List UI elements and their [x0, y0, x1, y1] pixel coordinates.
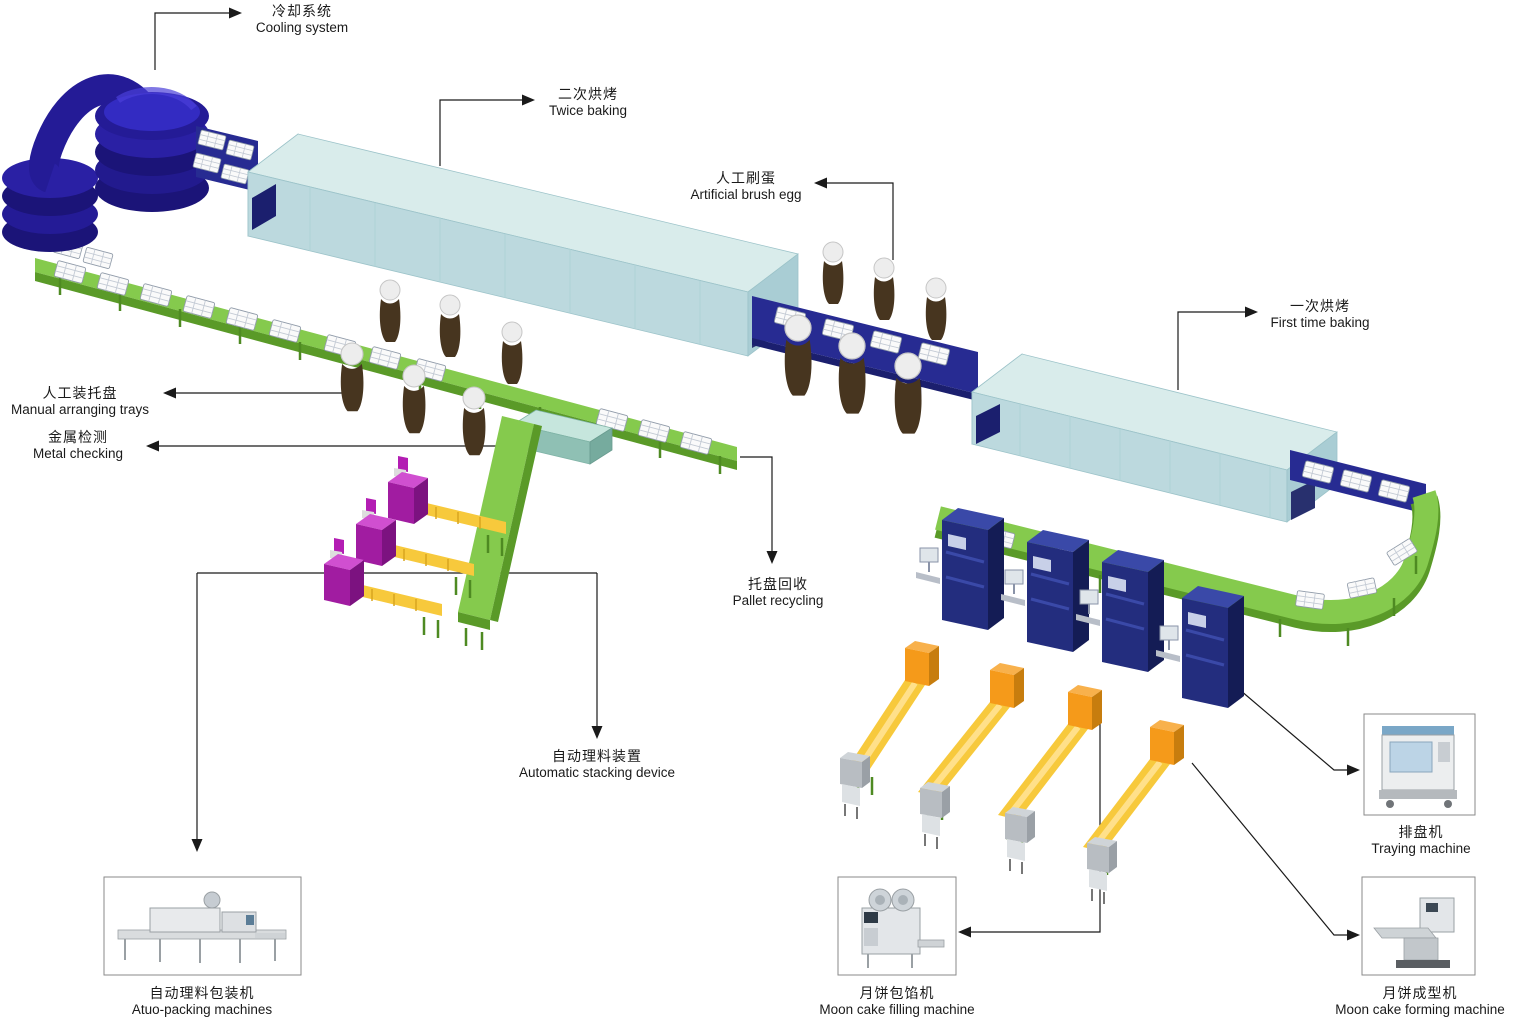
label-forming-machine: 月饼成型机 Moon cake forming machine: [1335, 985, 1505, 1017]
label-brush-egg-zh: 人工刷蛋: [716, 170, 776, 186]
label-twice-baking-zh: 二次烘烤: [557, 86, 618, 102]
oven-twice-baking: [247, 133, 799, 357]
green-conveyor-return: [934, 490, 1441, 648]
oven-first-baking: [971, 353, 1338, 523]
label-traying-machine: 排盘机 Traying machine: [1371, 824, 1470, 857]
label-metal-checking-en: Metal checking: [32, 445, 124, 461]
label-stacking-device-en: Automatic stacking device: [518, 764, 676, 780]
label-metal-checking-zh: 金属检测: [47, 429, 108, 445]
label-brush-egg-en: Artificial brush egg: [690, 186, 802, 202]
label-twice-baking-en: Twice baking: [548, 102, 628, 118]
label-packing-machine-zh: 自动理料包装机: [149, 985, 255, 1001]
label-cooling-system-zh: 冷却系统: [271, 3, 332, 19]
photo-packing-machine: [103, 876, 302, 976]
label-cooling-system-en: Cooling system: [255, 19, 349, 35]
label-arranging-trays: 人工装托盘 Manual arranging trays: [11, 385, 149, 418]
label-pallet-recycling-zh: 托盘回收: [747, 576, 808, 592]
label-first-baking-zh: 一次烘烤: [1290, 298, 1350, 314]
label-filling-machine-zh: 月饼包馅机: [859, 985, 935, 1001]
label-metal-checking: 金属检测 Metal checking: [33, 429, 123, 462]
label-forming-machine-zh: 月饼成型机: [1382, 985, 1458, 1001]
label-arranging-trays-zh: 人工装托盘: [42, 385, 118, 401]
cooling-spiral-tower: [2, 74, 209, 270]
automatic-stacking-machines: [324, 456, 506, 640]
photo-traying-machine: [1363, 713, 1476, 816]
filling-machines-row: [840, 508, 1244, 904]
label-traying-machine-zh: 排盘机: [1398, 824, 1444, 840]
label-pallet-recycling-en: Pallet recycling: [732, 592, 824, 608]
spiral-outfeed-conveyor: [192, 126, 258, 192]
label-twice-baking: 二次烘烤 Twice baking: [549, 86, 627, 119]
tray-denester-machines: [840, 752, 1117, 904]
label-first-baking-en: First time baking: [1270, 314, 1370, 330]
label-arranging-trays-en: Manual arranging trays: [10, 401, 150, 417]
photo-filling-machine: [837, 876, 957, 976]
label-packing-machine-en: Atuo-packing machines: [131, 1001, 273, 1017]
label-packing-machine: 自动理料包装机 Atuo-packing machines: [132, 985, 272, 1017]
label-stacking-device: 自动理料装置 Automatic stacking device: [519, 748, 675, 781]
photo-forming-machine: [1361, 876, 1476, 976]
label-filling-machine: 月饼包馅机 Moon cake filling machine: [819, 985, 974, 1017]
label-filling-machine-en: Moon cake filling machine: [819, 1001, 975, 1017]
label-cooling-system: 冷却系统 Cooling system: [256, 3, 348, 36]
label-brush-egg: 人工刷蛋 Artificial brush egg: [690, 170, 801, 203]
label-first-baking: 一次烘烤 First time baking: [1270, 298, 1369, 331]
filling-machine-towers: [916, 508, 1244, 708]
stacker-feed-ramp: [458, 416, 542, 652]
orange-transfer-boxes: [905, 641, 1184, 765]
post-oven-conveyor: [1290, 450, 1426, 514]
label-pallet-recycling: 托盘回收 Pallet recycling: [733, 576, 824, 609]
leader-lines: [154, 12, 1348, 936]
label-forming-machine-en: Moon cake forming machine: [1335, 1001, 1505, 1017]
label-stacking-device-zh: 自动理料装置: [551, 748, 642, 764]
yellow-chutes: [848, 680, 1170, 877]
label-traying-machine-en: Traying machine: [1371, 840, 1471, 856]
leader-arrowheads: [146, 7, 1360, 941]
